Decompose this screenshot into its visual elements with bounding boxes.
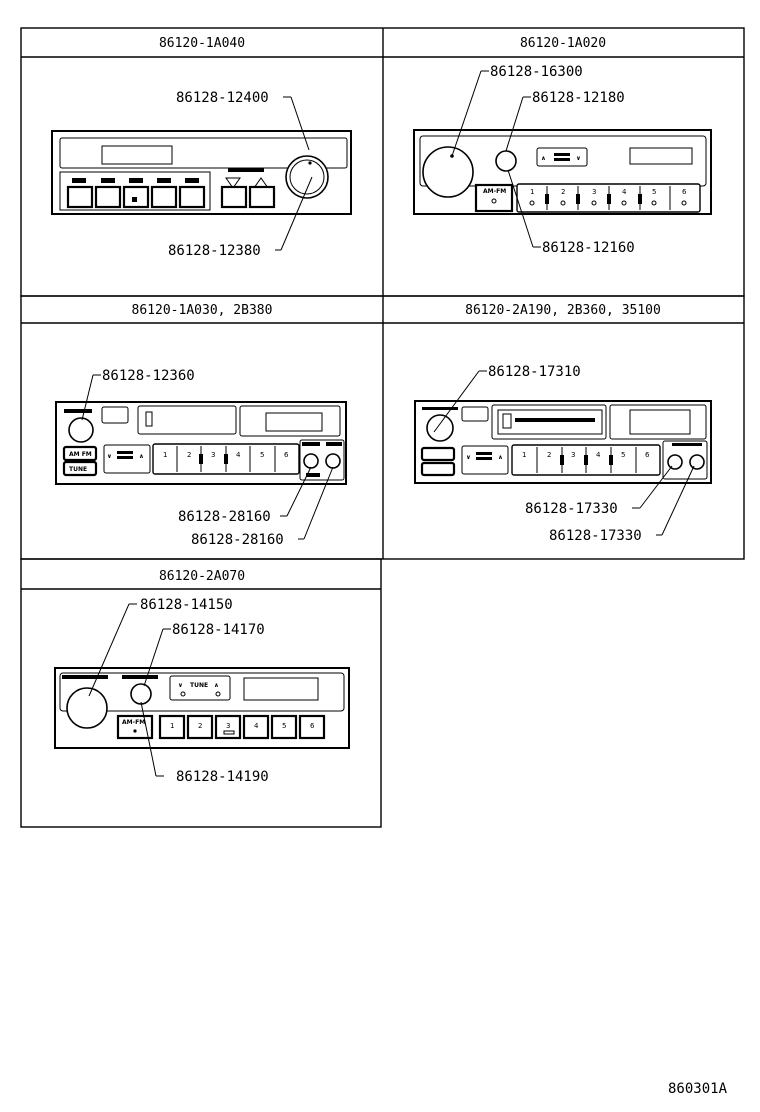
svg-text:∨: ∨ (466, 454, 471, 461)
preset-2-p3: 2 (187, 451, 191, 459)
radio-unit-4: ∨ ∧ 1 2 3 4 5 6 (414, 400, 712, 484)
preset-4-p5: 4 (254, 722, 259, 730)
preset-6-p4: 6 (645, 451, 650, 459)
svg-text:∨: ∨ (576, 155, 581, 162)
preset-1-p3: 1 (163, 451, 167, 459)
preset-1-p5: 1 (170, 722, 174, 730)
preset-5-p3: 5 (260, 451, 264, 459)
radio-unit-1 (51, 130, 352, 215)
callout-86128-12400: 86128-12400 (176, 90, 269, 106)
svg-text:∧: ∧ (139, 453, 144, 460)
preset-4-p3: 4 (236, 451, 241, 459)
tune-label-5: TUNE (190, 682, 208, 689)
am-fm-label-5: AM-FM (122, 719, 145, 726)
callout-86128-12180: 86128-12180 (532, 90, 625, 106)
radio-unit-5: ∨ TUNE ∧ AM-FM 1 2 3 4 5 6 (54, 667, 350, 749)
preset-buttons-1 (66, 178, 206, 209)
preset-5-p5: 5 (282, 722, 286, 730)
preset-6-p3: 6 (284, 451, 289, 459)
preset-4-p4: 4 (596, 451, 601, 459)
radio-unit-2: ∧ ∨ AM-FM 1 2 3 4 5 6 (413, 129, 712, 215)
callout-86128-12360: 86128-12360 (102, 368, 195, 384)
preset-4-p2: 4 (622, 188, 627, 196)
volume-knob-3 (68, 417, 94, 443)
svg-text:∧: ∧ (498, 454, 503, 461)
callout-86128-12380: 86128-12380 (168, 243, 261, 259)
preset-2-p2: 2 (561, 188, 565, 196)
callout-86128-14170: 86128-14170 (172, 622, 265, 638)
svg-text:AM FM: AM FM (69, 451, 92, 458)
panel-title-1: 86120-1A040 (159, 36, 245, 51)
figure-code: 860301A (668, 1081, 728, 1097)
tune-label-3: TUNE (69, 466, 87, 473)
preset-2-p4: 2 (547, 451, 551, 459)
am-fm-label-2: AM-FM (483, 188, 506, 195)
preset-5-p4: 5 (621, 451, 625, 459)
panel-title-2: 86120-1A020 (520, 36, 606, 51)
preset-3-p4: 3 (571, 451, 575, 459)
callout-86128-14150: 86128-14150 (140, 597, 233, 613)
callout-86128-17310: 86128-17310 (488, 364, 581, 380)
callout-86128-17330-right: 86128-17330 (549, 528, 642, 544)
preset-1-p4: 1 (522, 451, 526, 459)
callout-86128-12160: 86128-12160 (542, 240, 635, 256)
callout-86128-16300: 86128-16300 (490, 64, 583, 80)
radio-unit-3: AM FM TUNE ∨ ∧ 1 2 3 4 5 6 (55, 401, 347, 485)
preset-3-p5: 3 (226, 722, 230, 730)
preset-5-p2: 5 (652, 188, 656, 196)
volume-knob-1 (285, 155, 329, 199)
callout-86128-28160-left: 86128-28160 (178, 509, 271, 525)
svg-text:∧: ∧ (214, 682, 219, 689)
preset-3-p2: 3 (592, 188, 596, 196)
preset-6-p5: 6 (310, 722, 315, 730)
callout-86128-14190: 86128-14190 (176, 769, 269, 785)
svg-text:∧: ∧ (541, 155, 546, 162)
preset-3-p3: 3 (211, 451, 215, 459)
callout-86128-17330-left: 86128-17330 (525, 501, 618, 517)
callout-86128-28160-right: 86128-28160 (191, 532, 284, 548)
volume-knob-4 (426, 414, 454, 442)
svg-text:∨: ∨ (178, 682, 183, 689)
volume-knob-2 (422, 146, 474, 198)
panel-title-4: 86120-2A190, 2B360, 35100 (465, 303, 661, 318)
preset-6-p2: 6 (682, 188, 687, 196)
panel-title-3: 86120-1A030, 2B380 (132, 303, 273, 318)
grid-frame (20, 27, 745, 828)
preset-1-p2: 1 (530, 188, 534, 196)
svg-text:∨: ∨ (107, 453, 112, 460)
panel-title-5: 86120-2A070 (159, 569, 245, 584)
preset-2-p5: 2 (198, 722, 202, 730)
volume-knob-5 (66, 687, 108, 729)
